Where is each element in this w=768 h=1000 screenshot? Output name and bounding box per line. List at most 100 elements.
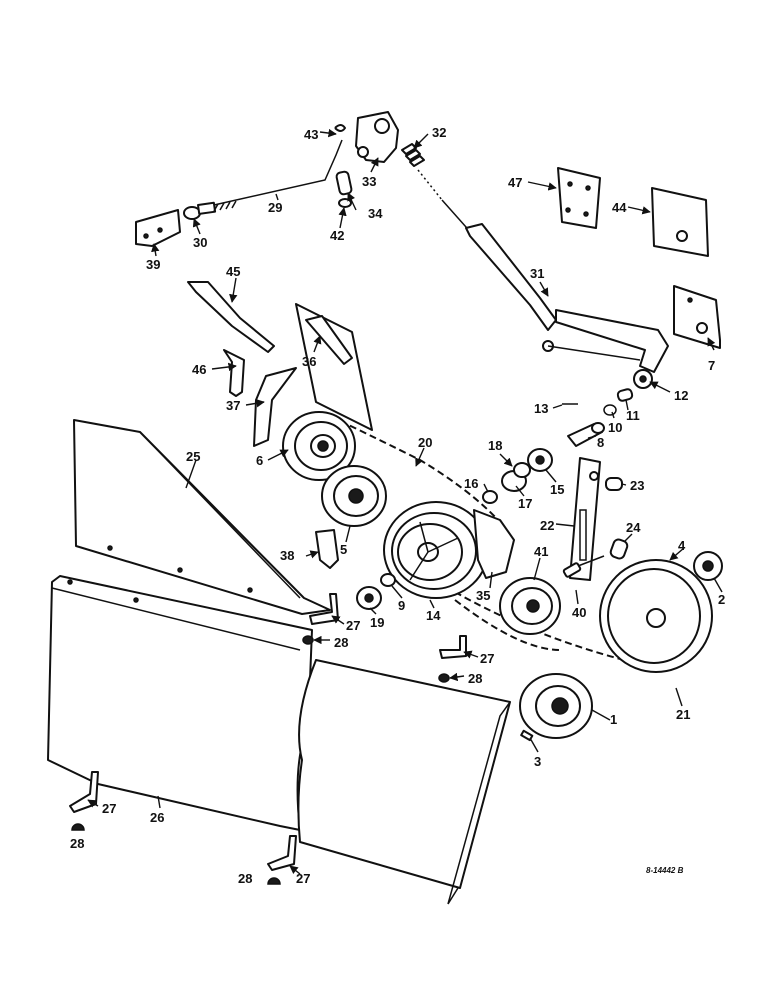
callout-42: 42: [330, 228, 344, 243]
callout-28a: 28: [334, 635, 348, 650]
callout-41: 41: [534, 544, 548, 559]
callout-45: 45: [226, 264, 240, 279]
belt-21-lower: [454, 599, 561, 651]
sleeve-34: [335, 170, 353, 196]
callout-27d: 27: [296, 871, 310, 886]
bushing-11: [616, 388, 634, 402]
callout-9: 9: [398, 598, 405, 613]
rod-end-30: [183, 201, 217, 220]
callout-29: 29: [268, 200, 282, 215]
clip-28-mid: [438, 673, 450, 683]
callout-5: 5: [340, 542, 347, 557]
callout-8: 8: [597, 435, 604, 450]
key-3: [520, 729, 534, 742]
bearing-15: [527, 448, 553, 472]
bracket-27-top: [309, 593, 339, 625]
strap-45: [187, 281, 275, 353]
callout-36: 36: [302, 354, 316, 369]
spacer-24: [609, 538, 629, 560]
callout-30: 30: [193, 235, 207, 250]
pulley-41: [499, 577, 561, 635]
pulley-5: [321, 465, 387, 527]
callout-27c: 27: [102, 801, 116, 816]
spacer-9: [380, 573, 396, 587]
bellcrank-33: [355, 111, 399, 163]
pulley-14: [383, 501, 489, 599]
hub-2: [693, 551, 723, 581]
callout-40: 40: [572, 605, 586, 620]
spacer-23: [605, 477, 623, 491]
callout-26: 26: [150, 810, 164, 825]
callout-44: 44: [612, 200, 627, 215]
callout-46: 46: [192, 362, 206, 377]
bracket-27-mid: [439, 635, 467, 659]
callout-28d: 28: [238, 871, 252, 886]
plate-47: [557, 167, 601, 229]
clip-28-left: [71, 823, 85, 831]
callout-34: 34: [368, 206, 383, 221]
bracket-38: [315, 529, 339, 569]
callout-43: 43: [304, 127, 318, 142]
callout-27b: 27: [480, 651, 494, 666]
callout-19: 19: [370, 615, 384, 630]
bracket-39: [135, 209, 181, 247]
callout-1: 1: [610, 712, 617, 727]
callout-38: 38: [280, 548, 294, 563]
callout-31: 31: [530, 266, 544, 281]
divider-panel-25: [73, 419, 331, 615]
callout-labels: 43 32 33 34 42 29 30 39 47 44 31 45 36 4…: [70, 125, 725, 886]
callout-20: 20: [418, 435, 432, 450]
callout-25: 25: [186, 449, 200, 464]
callout-23: 23: [630, 478, 644, 493]
callout-13: 13: [534, 401, 548, 416]
washer-42: [338, 198, 352, 208]
shield-26-right: [297, 659, 511, 905]
clip-28-bottom: [267, 877, 281, 885]
callout-22: 22: [540, 518, 554, 533]
spring-43: [334, 124, 346, 132]
callout-39: 39: [146, 257, 160, 272]
callout-15: 15: [550, 482, 564, 497]
spring-32: [401, 143, 425, 167]
callout-33: 33: [362, 174, 376, 189]
washer-16: [482, 490, 498, 504]
callout-32: 32: [432, 125, 446, 140]
idler-arm-22: [569, 457, 601, 581]
callout-3: 3: [534, 754, 541, 769]
bracket-27-bottom: [267, 835, 297, 871]
callout-47: 47: [508, 175, 522, 190]
callout-17: 17: [518, 496, 532, 511]
callout-2: 2: [718, 592, 725, 607]
callout-14: 14: [426, 608, 441, 623]
snap-ring-10: [603, 404, 617, 416]
bracket-7: [673, 285, 721, 349]
shaft-8: [567, 422, 605, 447]
pulley-6: [282, 411, 356, 481]
callout-28b: 28: [468, 671, 482, 686]
pulley-1: [519, 673, 593, 739]
callout-37: 37: [226, 398, 240, 413]
pulley-4: [599, 559, 713, 673]
shield-26: [47, 575, 313, 831]
bracket-46: [223, 349, 245, 397]
bushing-18: [513, 462, 531, 478]
callout-10: 10: [608, 420, 622, 435]
bolt-40: [562, 555, 605, 578]
callout-18: 18: [488, 438, 502, 453]
bearing-19: [356, 586, 382, 610]
callout-35: 35: [476, 588, 490, 603]
callout-6: 6: [256, 453, 263, 468]
callout-12: 12: [674, 388, 688, 403]
bushing-12: [633, 369, 653, 389]
callout-27a: 27: [346, 618, 360, 633]
callout-16: 16: [464, 476, 478, 491]
control-rod-29: [213, 139, 343, 212]
adjusting-rod-31: [417, 169, 669, 373]
clip-28-top: [302, 635, 314, 645]
gearbox-35: [473, 509, 515, 579]
leader-lines: [87, 128, 723, 875]
drawing-reference-number: 8-14442 B: [646, 866, 684, 875]
callout-28c: 28: [70, 836, 84, 851]
callout-21: 21: [676, 707, 690, 722]
